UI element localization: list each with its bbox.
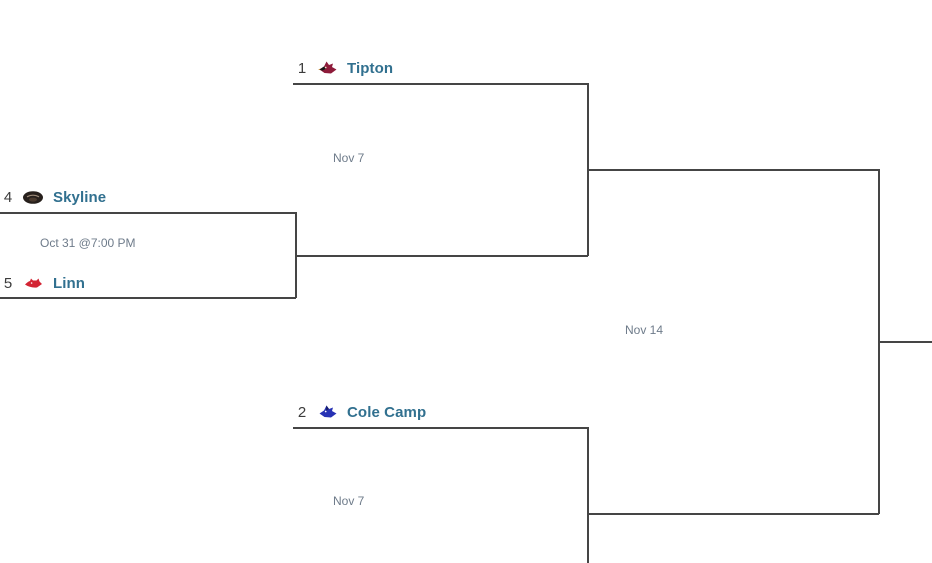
team-seed: 1: [297, 59, 307, 77]
skyline-underline: [0, 212, 296, 214]
tipton-cardinal-logo-icon: [316, 60, 338, 76]
team-name[interactable]: Cole Camp: [347, 403, 427, 421]
team-seed: 5: [3, 274, 13, 292]
tipton-underline: [293, 83, 587, 85]
team-name[interactable]: Skyline: [53, 188, 107, 206]
play-in-winner-line: [295, 255, 588, 257]
cole-camp-bluejay-logo-icon: [316, 404, 338, 420]
linn-underline: [0, 297, 296, 299]
team-name[interactable]: Tipton: [347, 59, 394, 77]
semi-top-winner-line: [587, 169, 879, 171]
semi-bottom-winner-line: [587, 513, 879, 515]
semi-bottom-right-line: [587, 427, 589, 563]
semi-top-game-date: Nov 7: [333, 151, 365, 165]
champion-line: [878, 341, 932, 343]
play-in-game-datetime: Oct 31 @7:00 PM: [40, 236, 136, 250]
team-entry-cole-camp[interactable]: 2 Cole Camp: [297, 399, 426, 425]
final-game-date: Nov 14: [625, 323, 664, 337]
play-in-right-line: [295, 212, 297, 298]
team-name[interactable]: Linn: [53, 274, 86, 292]
team-seed: 4: [3, 188, 13, 206]
semi-bottom-game-date: Nov 7: [333, 494, 365, 508]
linn-wildcat-logo-icon: [22, 275, 44, 291]
team-entry-linn[interactable]: 5 Linn: [3, 270, 85, 296]
team-entry-tipton[interactable]: 1 Tipton: [297, 55, 393, 81]
team-entry-skyline[interactable]: 4 Skyline: [3, 184, 106, 210]
team-seed: 2: [297, 403, 307, 421]
skyline-mascot-logo-icon: [22, 189, 44, 205]
cole-camp-underline: [293, 427, 587, 429]
